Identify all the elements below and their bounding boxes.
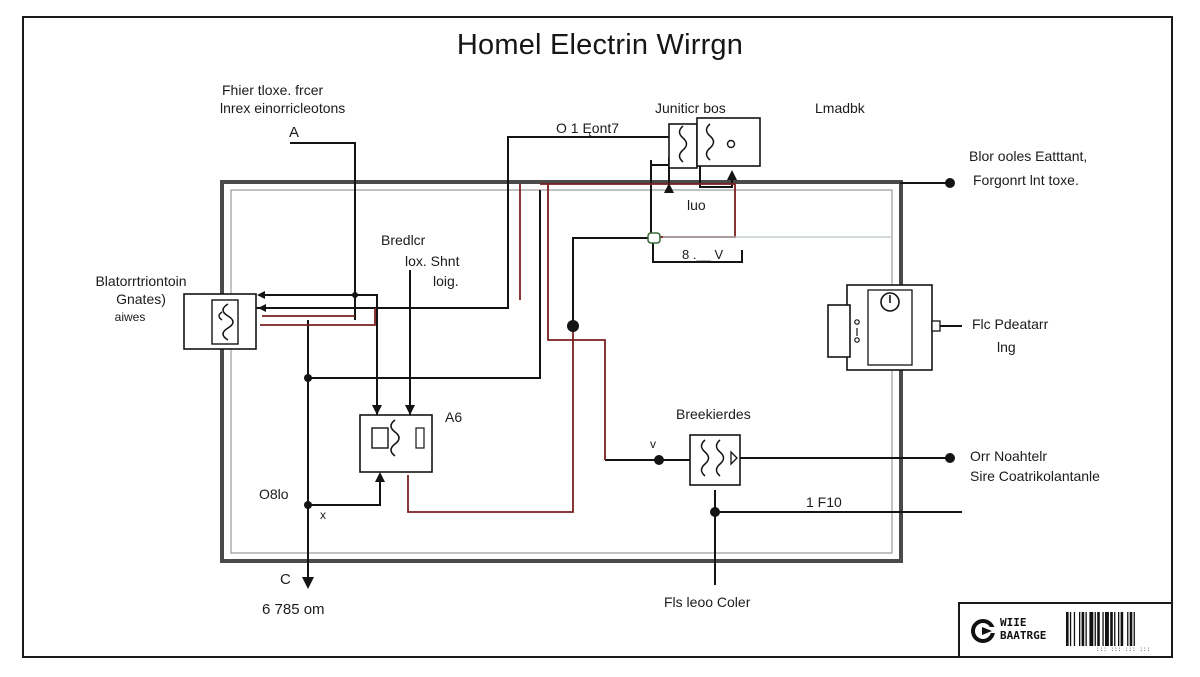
barcode-bar xyxy=(1118,612,1120,646)
diagram-title: Homel Electrin Wirrgn xyxy=(456,29,744,61)
barcode-bar xyxy=(1120,612,1124,646)
barcode-bar xyxy=(1097,612,1100,646)
breaker-box-right xyxy=(689,434,741,486)
barcode-digits: ::: ::: ::: ::: xyxy=(1096,646,1151,653)
left-box-label-line2: Gnates) xyxy=(116,291,166,307)
x-mark-label: x xyxy=(320,508,326,522)
fiber-label-line2: lnrex einorricleotons xyxy=(220,100,346,116)
badge-text-line1: WIIE xyxy=(1000,616,1027,629)
breaker-box-a6 xyxy=(359,414,433,473)
circle-arrow-logo-icon xyxy=(971,619,995,643)
bottom-left-label: 6 785 om xyxy=(262,601,325,618)
v-mark-label: v xyxy=(650,437,656,451)
o8lo-label: O8lo xyxy=(259,486,289,502)
b-v-label: 8 .__ V xyxy=(682,247,724,262)
barcode-bar xyxy=(1105,612,1109,646)
barcode-bar xyxy=(1073,612,1076,646)
junction-box xyxy=(647,117,761,244)
fiber-label-line1: Fhier tloxe. frcer xyxy=(222,82,324,98)
badge-text: WIIE BAATRGE xyxy=(1000,616,1046,642)
barcode-bar xyxy=(1102,612,1104,646)
c-label: C xyxy=(280,571,291,588)
junction-dots xyxy=(304,178,955,517)
left-box-label-line1: Blatorrtriontoin xyxy=(95,273,187,289)
barcode-bar xyxy=(1081,612,1085,646)
barcode-bar xyxy=(1079,612,1081,646)
main-panel xyxy=(220,180,903,563)
breaker-label-line1: Bredlcr xyxy=(381,232,426,248)
right-panel-box xyxy=(827,284,941,371)
breaker-label-line2: lox. Shnt xyxy=(405,253,460,269)
barcode-bar xyxy=(1085,612,1087,646)
live-wires xyxy=(260,183,736,513)
arrows xyxy=(257,170,737,589)
left-box-label-line3: aiwes xyxy=(114,310,146,324)
left-outlet-box xyxy=(183,293,257,350)
top-right-label-line2: Forgonrt lnt toxe. xyxy=(973,172,1079,188)
right-mid-label-line2: lng xyxy=(997,339,1016,355)
bottom-center-label: Fls leoo Coler xyxy=(664,594,751,610)
barcode-bar xyxy=(1089,612,1094,646)
right-mid-label-line1: Flc Pdeatarr xyxy=(972,316,1049,332)
badge-text-line2: BAATRGE xyxy=(1000,629,1047,642)
fiber-label-a: A xyxy=(289,124,300,141)
breaker-label-line3: loig. xyxy=(433,273,459,289)
barcode-bar xyxy=(1133,612,1135,646)
a6-label: A6 xyxy=(445,409,463,425)
right-low-label-line2: Sire Coatrikolantanle xyxy=(970,468,1100,484)
barcode-bar xyxy=(1066,612,1069,646)
barcode-bar xyxy=(1069,612,1072,646)
lmadbk-label: Lmadbk xyxy=(815,100,865,116)
o-lepart-label: O 1 Ęont7 xyxy=(556,120,620,136)
luo-label: luo xyxy=(687,197,706,213)
top-right-label-line1: Blor ooles Eatttant, xyxy=(969,148,1088,164)
barcode-bar xyxy=(1114,612,1116,646)
breakerdes-label: Breekierdes xyxy=(676,406,751,422)
barcode-bar xyxy=(1094,612,1096,646)
diagram-frame xyxy=(22,16,1173,658)
barcode-bar xyxy=(1110,612,1113,646)
barcode-icon xyxy=(1066,612,1135,646)
right-low-label-line1: Orr Noahtelr xyxy=(970,448,1048,464)
logo-barcode-badge: WIIE BAATRGE ::: ::: ::: ::: xyxy=(958,602,1173,658)
one-f10-label: 1 F10 xyxy=(806,494,842,510)
barcode-bar xyxy=(1127,612,1129,646)
barcode-bar xyxy=(1129,612,1133,646)
junction-box-label: Juniticr bos xyxy=(655,100,726,116)
